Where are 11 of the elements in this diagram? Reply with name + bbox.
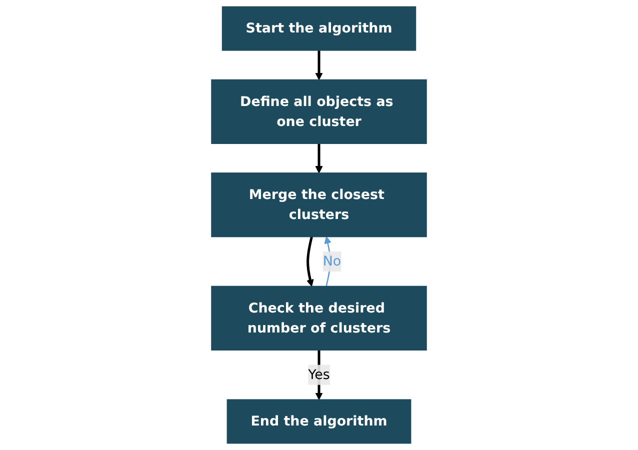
node-box [211,79,427,144]
arrow [315,50,323,80]
arrow [315,350,323,400]
arrow [315,144,323,174]
node-box [211,286,427,351]
node-box [222,6,416,51]
edge-label: Yes [308,366,330,382]
edge-label: No [322,253,342,270]
node-box [211,172,427,238]
node-box [226,399,412,444]
arrow [306,236,314,287]
